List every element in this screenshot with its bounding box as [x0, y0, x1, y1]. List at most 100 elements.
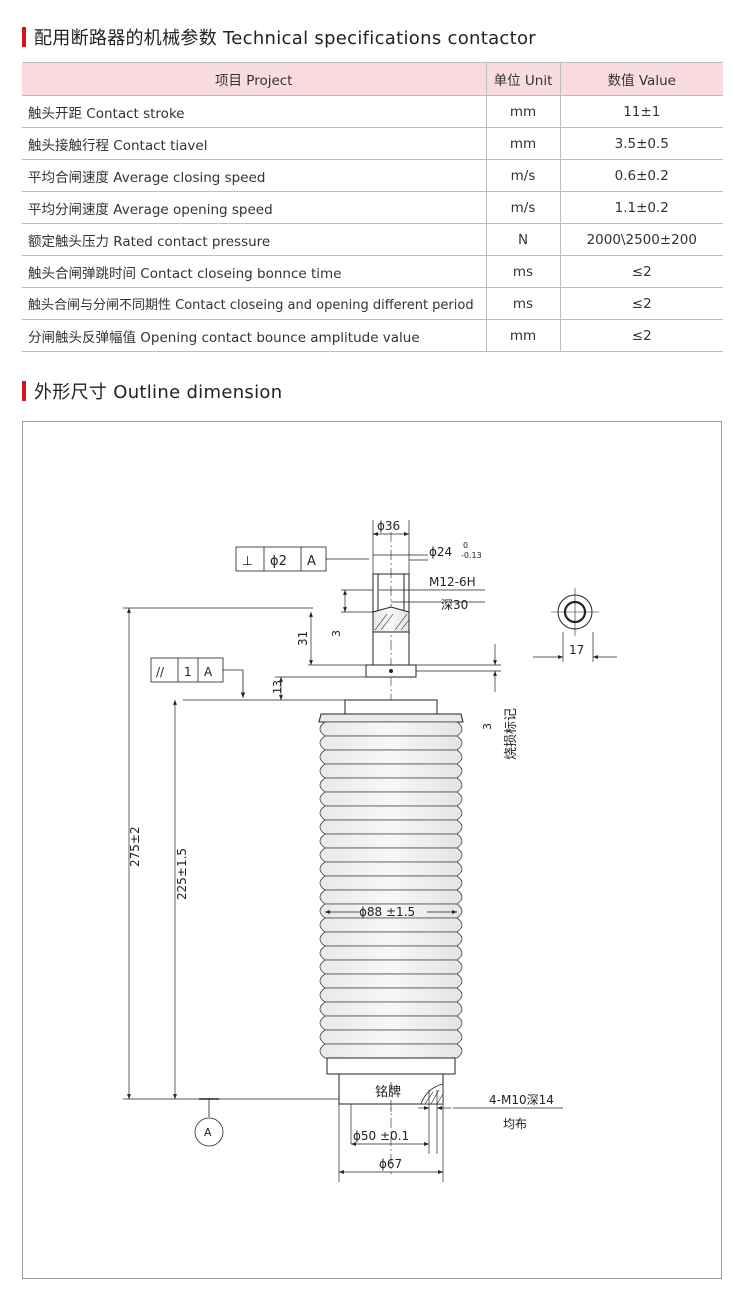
bellows-rib [319, 805, 463, 821]
row-unit: mm [486, 127, 561, 160]
thread-leader [379, 589, 485, 603]
table-row: 触头开距 Contact stroke mm 11±1 [22, 95, 723, 128]
row-unit: ms [486, 287, 561, 320]
row-unit: m/s [486, 191, 561, 224]
title-accent-bar [22, 381, 26, 401]
bellows-rib [319, 833, 463, 849]
shaft [344, 532, 438, 1112]
dim-225: 225±1.5 [175, 848, 189, 900]
bolt-spec: 4-M10深14 [489, 1093, 554, 1107]
par-datum: A [204, 665, 213, 679]
bellows-rib [319, 1015, 463, 1031]
outline-drawing-frame: ϕ36 ϕ24 0 -0.13 ⊥ ϕ2 A M12-6H 深30 3 31 [22, 421, 722, 1279]
section-title-specifications: 配用断路器的机械参数 Technical specifications cont… [22, 24, 536, 50]
dim-bottom [338, 1082, 444, 1182]
dim-shaft-dia [373, 554, 428, 561]
row-item: 分闸触头反弹幅值 Opening contact bounce amplitud… [22, 319, 487, 352]
bellows-rib [319, 763, 463, 779]
row-unit: N [486, 223, 561, 256]
row-item: 触头开距 Contact stroke [22, 95, 487, 128]
dim-top-dia [372, 520, 410, 574]
title-accent-bar [22, 27, 26, 47]
row-value: 1.1±0.2 [560, 191, 723, 224]
bellows-rib [319, 945, 463, 961]
table-row: 触头合闸与分闸不同期性 Contact closeing and opening… [22, 287, 723, 320]
parallelism-frame [150, 657, 246, 698]
bellows-rib [319, 861, 463, 877]
section-view [533, 588, 617, 662]
dim-top-dia-label: ϕ36 [377, 519, 400, 533]
bellows-rib [319, 1029, 463, 1045]
table-row: 平均分闸速度 Average opening speed m/s 1.1±0.2 [22, 191, 723, 224]
bellows-rib [319, 889, 463, 905]
bellows-rib [319, 1001, 463, 1017]
row-item: 触头合闸与分闸不同期性 Contact closeing and opening… [22, 287, 487, 320]
insulator-body [318, 713, 464, 1105]
dim-shaft-tol-lower: -0.13 [461, 551, 482, 560]
table-row: 分闸触头反弹幅值 Opening contact bounce amplitud… [22, 319, 723, 352]
thread-spec: M12-6H [429, 575, 476, 589]
perp-value: ϕ2 [270, 554, 287, 569]
row-unit: mm [486, 95, 561, 128]
table-row: 额定触头压力 Rated contact pressure N 2000\250… [22, 223, 723, 256]
bellows-rib [319, 721, 463, 737]
dim-13-label: 13 [271, 680, 284, 694]
dim-3-right: 3 [481, 723, 494, 730]
section-title-outline: 外形尺寸 Outline dimension [22, 378, 282, 404]
row-value: ≤2 [560, 287, 723, 320]
bolt-dist: 均布 [503, 1117, 527, 1131]
header-value: 数值 Value [560, 62, 723, 96]
perp-symbol: ⊥ [242, 554, 253, 569]
table-row: 触头接触行程 Contact tiavel mm 3.5±0.5 [22, 127, 723, 160]
row-value: 11±1 [560, 95, 723, 128]
bellows-rib [319, 973, 463, 989]
datum-label: A [204, 1126, 212, 1139]
row-unit: mm [486, 319, 561, 352]
row-item: 触头合闸弹跳时间 Contact closeing bonnce time [22, 255, 487, 288]
par-value: 1 [184, 665, 192, 679]
table-header-row: 项目 Project 单位 Unit 数值 Value [22, 62, 723, 96]
row-unit: m/s [486, 159, 561, 192]
datum-a [194, 1098, 224, 1147]
row-value: ≤2 [560, 255, 723, 288]
bellows-rib [319, 735, 463, 751]
dim-31: 31 [296, 631, 310, 646]
par-symbol: // [156, 665, 165, 679]
row-item: 额定触头压力 Rated contact pressure [22, 223, 487, 256]
perp-datum: A [307, 554, 316, 569]
bellows-rib [319, 749, 463, 765]
dim-shaft-tol-upper: 0 [463, 541, 468, 550]
perpendicularity-frame [235, 546, 369, 572]
dim-body-dia-label: ϕ88 ±1.5 [359, 905, 415, 919]
dim-bottom-dia: ϕ67 [379, 1157, 402, 1171]
section-title-text: 外形尺寸 Outline dimension [34, 382, 283, 403]
dim-13 [183, 676, 366, 701]
bellows-rib [319, 931, 463, 947]
dim-top-stroke [308, 589, 373, 666]
row-value: 0.6±0.2 [560, 159, 723, 192]
bellows-rib [319, 987, 463, 1003]
dim-275: 275±2 [128, 826, 142, 867]
bellows-rib [319, 777, 463, 793]
row-value: ≤2 [560, 319, 723, 352]
dim-3-top: 3 [330, 630, 343, 637]
table-row: 平均合闸速度 Average closing speed m/s 0.6±0.2 [22, 159, 723, 192]
bellows-rib [319, 1043, 463, 1059]
row-value: 2000\2500±200 [560, 223, 723, 256]
mark-label: 烧损标记 [504, 708, 519, 760]
bellows-rib [319, 819, 463, 835]
dim-heights [123, 607, 339, 1100]
header-unit: 单位 Unit [486, 62, 561, 96]
thread-depth: 深30 [441, 598, 468, 612]
outline-drawing: ϕ36 ϕ24 0 -0.13 ⊥ ϕ2 A M12-6H 深30 3 31 [123, 519, 617, 1182]
row-item: 平均分闸速度 Average opening speed [22, 191, 487, 224]
bellows-rib [319, 959, 463, 975]
bellows-rib [319, 875, 463, 891]
specifications-table: 项目 Project 单位 Unit 数值 Value 触头开距 Contact… [22, 62, 723, 352]
row-value: 3.5±0.5 [560, 127, 723, 160]
dim-right-mark [416, 644, 501, 692]
bellows-rib [319, 917, 463, 933]
section-width: 17 [569, 643, 584, 657]
bolt-leader [418, 1090, 563, 1154]
row-item: 触头接触行程 Contact tiavel [22, 127, 487, 160]
